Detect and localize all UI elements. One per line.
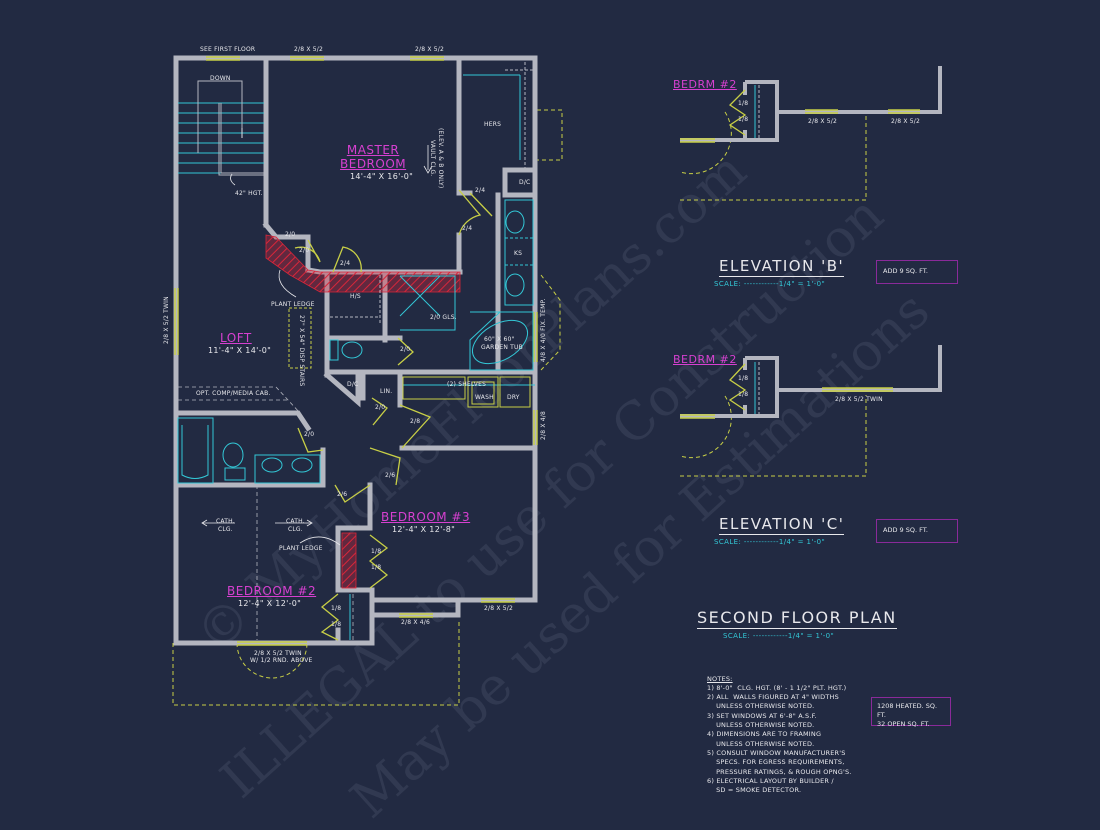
master-bedroom-size: 14'-4" X 16'-0" (350, 172, 414, 181)
door-swings (294, 189, 493, 641)
hs-label: H/S (350, 293, 361, 300)
notes-body: 1) 8'-0" CLG. HGT. (8' - 1 1/2" PLT. HGT… (707, 683, 852, 795)
elevation-b-title: ELEVATION 'B' (719, 257, 845, 277)
elevation-c-doors (728, 363, 747, 411)
window-label-laundry: 2/8 X 4/8 (540, 410, 547, 440)
drawing-title: SECOND FLOOR PLAN (697, 608, 897, 629)
elevation-b-door-1: 1/8 (738, 100, 749, 107)
cath-clg-label-2b: CLG. (288, 526, 303, 533)
door-label: 2/0 (299, 247, 310, 254)
room-label-bedroom-3: BEDROOM #3 (381, 510, 471, 524)
elevation-b-windows (680, 109, 920, 143)
door-label: 2/4 (462, 225, 473, 232)
bedroom-2-size: 12'-4" X 12'-0" (238, 599, 302, 608)
door-label: 1/8 (371, 564, 382, 571)
door-label: 2/6 (385, 472, 396, 479)
bath-fixtures (177, 62, 535, 484)
leaders (201, 128, 433, 546)
disp-stairs-label: 27" X 54" DISP STAIRS (298, 315, 305, 387)
elevation-c-title: ELEVATION 'C' (719, 515, 845, 535)
window-label-b3-right: 2/8 X 5/2 (484, 605, 514, 612)
window-label-tub: 4/8 X 4/0 FIX. TEMP. (540, 298, 547, 362)
elevation-b-door-2: 1/8 (738, 116, 749, 123)
ks-label: KS (514, 250, 523, 257)
elevation-b-room-label: BEDRM #2 (673, 78, 737, 91)
plant-ledge-label-loft: PLANT LEDGE (271, 301, 315, 308)
shelves-label: (2) SHELVES (447, 381, 487, 388)
door-label: 1/8 (331, 621, 342, 628)
door-label: 2/0 (285, 231, 296, 238)
cath-clg-label-1a: CATH. (216, 518, 235, 525)
door-label: 2/8 (410, 418, 421, 425)
laundry-boxes (288, 307, 531, 408)
window-label-top-1: 2/8 X 5/2 (294, 46, 324, 53)
master-bedroom-line-2: BEDROOM (340, 157, 407, 171)
elevation-c-windows (680, 387, 893, 419)
elevation-b-window-2: 2/8 X 5/2 (891, 118, 921, 125)
heated-sqft: 1208 HEATED. SQ. FT. (877, 702, 938, 719)
elevation-c-door-2: 1/8 (738, 391, 749, 398)
door-label: 2/0 (304, 431, 315, 438)
window-label-b2-bottom-1: 2/8 X 5/2 TWIN (254, 650, 302, 657)
see-first-floor-label: SEE FIRST FLOOR (200, 46, 256, 53)
elevation-b-walls (680, 66, 942, 142)
cath-clg-label-2a: CATH. (286, 518, 305, 525)
stair-rail (197, 80, 264, 176)
window-label-top-2: 2/8 X 5/2 (415, 46, 445, 53)
vault-note-label: (ELEV. A & B ONLY) (437, 128, 444, 189)
door-label: 2/6 (337, 491, 348, 498)
door-label: 2/0 (375, 404, 386, 411)
elevation-c-walls (680, 345, 942, 418)
room-label-loft: LOFT (220, 331, 252, 345)
hall-dc-label: D/C (347, 381, 359, 388)
open-sqft: 32 OPEN SQ. FT. (877, 720, 930, 728)
stairs-down-label: DOWN (210, 75, 231, 82)
window-label-b3-bottom: 2/8 X 4/6 (401, 619, 431, 626)
elevation-c-add-sqft: ADD 9 SQ. FT. (876, 519, 958, 543)
window-label-b2-bottom-2: W/ 1/2 RND. ABOVE (250, 657, 313, 664)
vault-clg-label: VAULT CLG. (429, 140, 436, 177)
master-bedroom-line-1: MASTER (346, 143, 400, 157)
elevation-c-room-label: BEDRM #2 (673, 353, 737, 366)
plant-ledge-hatch-master (265, 234, 461, 293)
window-label-left: 2/8 X 5/2 TWIN (163, 296, 170, 344)
elevation-b-scale: SCALE: ------------1/4" = 1'-0" (714, 280, 826, 288)
linen-label: LIN. (380, 388, 393, 395)
dryer-label: DRY (507, 394, 520, 401)
opt-comp-media-label: OPT. COMP/MEDIA CAB. (196, 390, 271, 397)
overhang-outlines (172, 109, 867, 706)
elevation-c-window: 2/8 X 5/2 TWIN (835, 396, 883, 403)
cath-clg-label-1b: CLG. (218, 526, 233, 533)
plant-ledge-hatch-bedroom (341, 532, 357, 589)
door-label: 2/4 (340, 260, 351, 267)
elevation-b-window-1: 2/8 X 5/2 (808, 118, 838, 125)
elevation-b-add-sqft: ADD 9 SQ. FT. (876, 260, 958, 284)
loft-size: 11'-4" X 14'-0" (208, 346, 272, 355)
plant-ledge-label-bedroom: PLANT LEDGE (279, 545, 323, 552)
hers-closet-label: HERS (484, 121, 502, 128)
room-label-bedroom-2: BEDROOM #2 (227, 584, 317, 598)
washer-label: WASH (475, 394, 494, 401)
misc-dashed (178, 386, 354, 640)
bedroom-3-size: 12'-4" X 12'-8" (392, 525, 456, 534)
rail-height-label: 42" HGT. (235, 190, 263, 197)
door-label: 1/8 (331, 605, 342, 612)
door-label: 2/4 (475, 187, 486, 194)
door-label: 2/0 (400, 346, 411, 353)
notes-heading: NOTES: (707, 674, 733, 683)
windows (174, 56, 538, 646)
master-dc-label: D/C (519, 179, 531, 186)
elevation-b-doors (728, 89, 747, 136)
garden-tub-size: 60" X 60" (484, 336, 515, 343)
area-summary-box: 1208 HEATED. SQ. FT. 32 OPEN SQ. FT. (871, 697, 951, 728)
elevation-c-scale: SCALE: ------------1/4" = 1'-0" (714, 538, 826, 546)
garden-tub-label: GARDEN TUB (481, 344, 523, 351)
drawing-scale: SCALE: ------------1/4" = 1'-0" (723, 632, 835, 640)
room-label-master-bedroom: MASTER BEDROOM (340, 143, 406, 171)
shower-glass-label: 2/0 GLS. (430, 314, 457, 321)
elevation-c-door-1: 1/8 (738, 375, 749, 382)
door-label: 1/8 (371, 548, 382, 555)
general-notes: NOTES:1) 8'-0" CLG. HGT. (8' - 1 1/2" PL… (707, 656, 852, 795)
